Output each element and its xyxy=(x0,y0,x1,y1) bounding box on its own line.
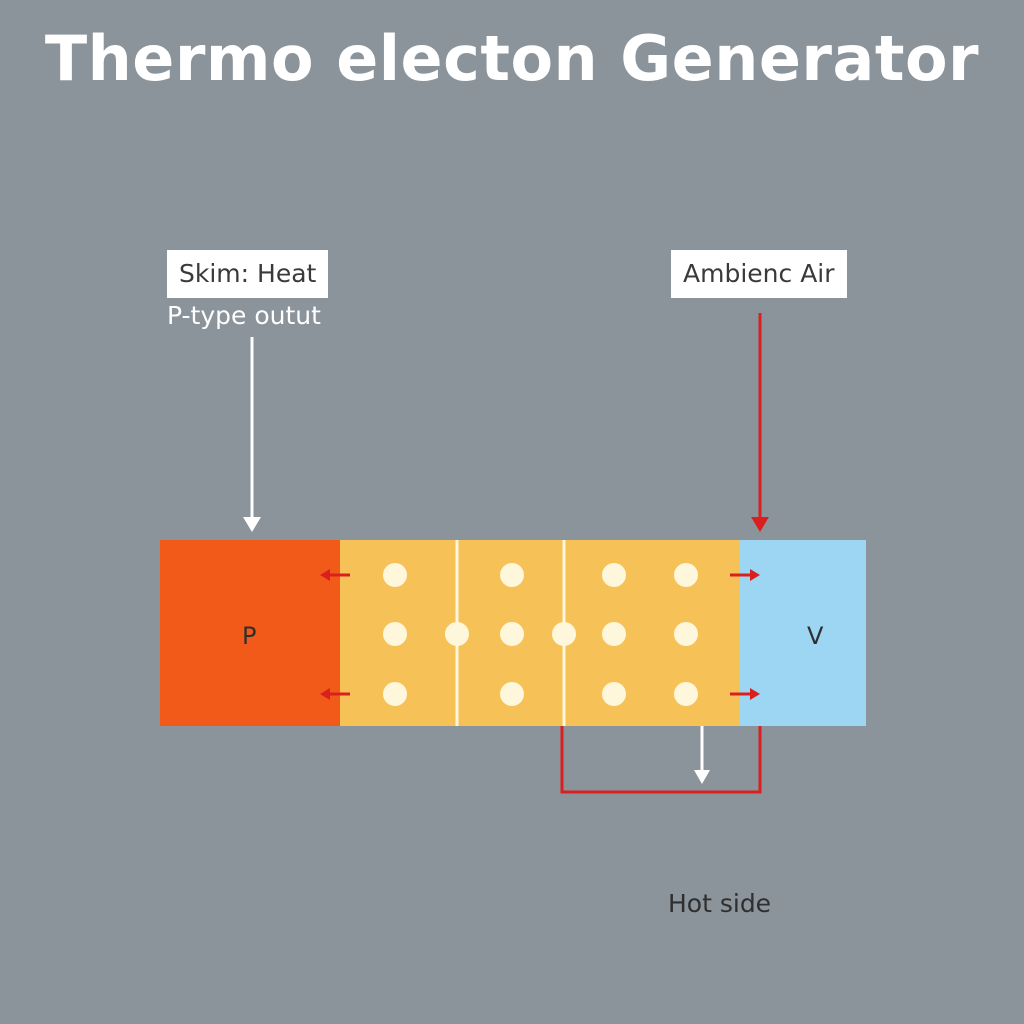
skin-heat-label: Skim: Heat xyxy=(167,250,329,298)
diagram-title: Thermo electon Generator xyxy=(44,22,980,95)
p-block xyxy=(160,540,340,726)
particle xyxy=(602,563,626,587)
particles xyxy=(383,563,698,706)
right-red-arrow xyxy=(730,569,760,581)
particle xyxy=(383,682,407,706)
particle xyxy=(674,563,698,587)
particle xyxy=(500,682,524,706)
white-down-arrow xyxy=(243,337,261,532)
right-red-arrow xyxy=(730,688,760,700)
particle xyxy=(602,622,626,646)
particle xyxy=(552,622,576,646)
hot-side-label: Hot side xyxy=(668,889,772,918)
particle xyxy=(500,622,524,646)
left-red-arrow xyxy=(320,688,350,700)
ptype-output-label: P-type outut xyxy=(167,301,321,330)
particle xyxy=(383,563,407,587)
red-down-arrow xyxy=(751,313,769,532)
small-white-down-arrow xyxy=(694,726,710,784)
v-block-letter: V xyxy=(807,622,824,650)
particle xyxy=(445,622,469,646)
red-circuit-loop xyxy=(560,726,762,794)
particle xyxy=(602,682,626,706)
particle xyxy=(674,622,698,646)
particle xyxy=(674,682,698,706)
p-block-letter: P xyxy=(242,622,257,650)
v-block xyxy=(740,540,866,726)
particle xyxy=(383,622,407,646)
particle xyxy=(500,563,524,587)
left-red-arrow xyxy=(320,569,350,581)
ambient-air-label: Ambienc Air xyxy=(671,250,847,298)
